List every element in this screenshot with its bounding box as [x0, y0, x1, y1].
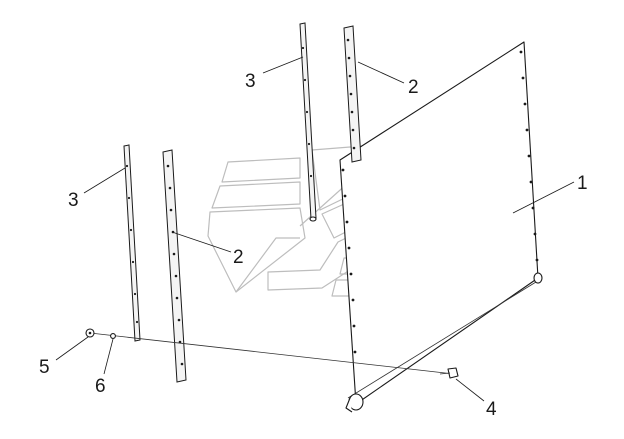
strip-part-2-lower — [162, 149, 187, 383]
leader-lines — [55, 56, 575, 402]
callout-4: 4 — [486, 399, 497, 420]
panel-part-1 — [339, 41, 543, 413]
callout-2-upper: 2 — [408, 77, 419, 98]
panel-rivet-holes — [341, 50, 539, 354]
strip-3-lower-holes — [125, 164, 139, 324]
strip-part-3-upper — [299, 22, 317, 222]
callout-6: 6 — [95, 376, 106, 397]
strip-part-2-upper — [343, 25, 362, 163]
callout-labels: 1 2 2 3 3 4 5 6 — [39, 71, 588, 420]
fastener-assembly-axis — [85, 328, 459, 379]
strip-part-3-lower — [123, 144, 141, 342]
panel-bottom-roller-back — [533, 272, 543, 284]
screw-part-4 — [447, 367, 459, 379]
strip-2-upper-holes — [346, 38, 356, 150]
strip-3-upper-holes — [301, 46, 313, 178]
callout-2-lower: 2 — [233, 247, 244, 268]
strip-2-lower-holes — [166, 164, 184, 366]
callout-5: 5 — [39, 357, 50, 378]
callout-3-lower: 3 — [68, 190, 79, 211]
callout-3-upper: 3 — [245, 71, 256, 92]
callout-1: 1 — [577, 173, 588, 194]
washer-part-6 — [110, 333, 116, 339]
